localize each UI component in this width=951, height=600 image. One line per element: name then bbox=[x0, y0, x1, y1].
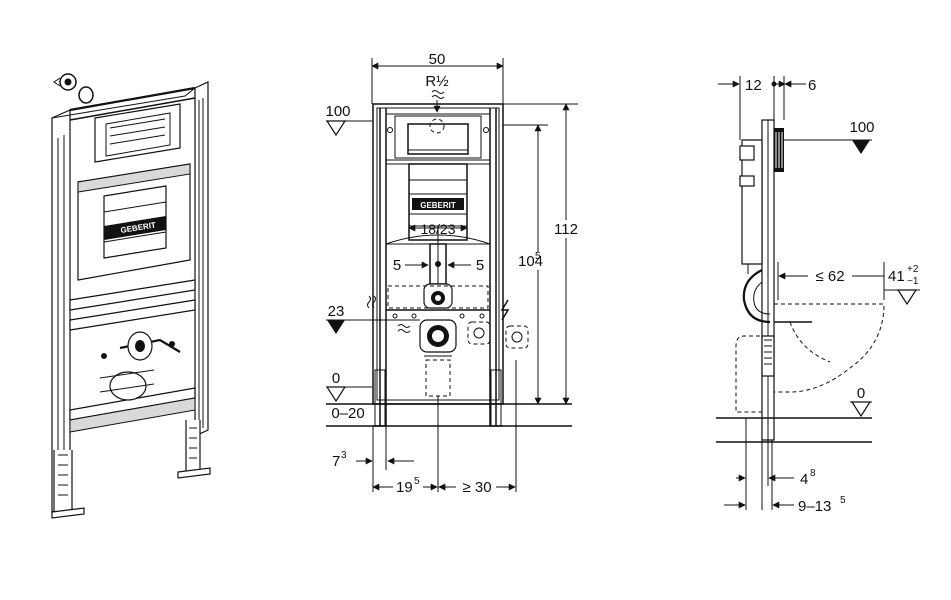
socket-box-icon bbox=[467, 321, 529, 349]
foot-dim-exp: 3 bbox=[341, 450, 347, 461]
bottom-a-exp: 8 bbox=[810, 468, 816, 479]
front-view: 50 R½ GEBERIT bbox=[325, 51, 579, 496]
front-brand-label: GEBERIT bbox=[420, 201, 456, 210]
bottom-b-label: 9–13 bbox=[798, 498, 831, 515]
level-pipe-label: 23 bbox=[328, 303, 345, 320]
offset-left-label: 5 bbox=[393, 257, 401, 274]
offset-right-label: 5 bbox=[476, 257, 484, 274]
bottom-a-label: 4 bbox=[800, 471, 808, 488]
seat-tol-plus: +2 bbox=[907, 264, 919, 275]
bottom-dim-label: 19 bbox=[396, 479, 413, 496]
bottom-b-exp: 5 bbox=[840, 495, 846, 506]
height-total-dim: 112 bbox=[553, 220, 579, 238]
electric-icon bbox=[500, 299, 510, 321]
height-inner-label: 104 bbox=[518, 253, 543, 270]
side-view: 12 6 100 ≤ 62 bbox=[716, 76, 920, 515]
isometric-view: GEBERIT bbox=[51, 73, 211, 519]
foot-dim-label: 7 bbox=[332, 453, 340, 470]
fitting-icon bbox=[53, 73, 94, 104]
bottom-dim-exp: 5 bbox=[414, 476, 420, 487]
width-label: 50 bbox=[429, 51, 446, 68]
thread-label: R½ bbox=[425, 73, 449, 90]
level-zero-label: 0 bbox=[332, 370, 340, 387]
depth-a-label: 12 bbox=[745, 77, 762, 94]
height-total-label: 112 bbox=[554, 221, 578, 238]
waste-pipe-icon bbox=[419, 319, 457, 357]
water-inlet-icon bbox=[429, 90, 445, 134]
level-top-label: 100 bbox=[325, 103, 350, 120]
height-inner-exp: 5 bbox=[535, 251, 541, 262]
side-level-top-label: 100 bbox=[849, 119, 874, 136]
bowl-dist-label: ≤ 62 bbox=[815, 268, 844, 285]
front-brand-badge: GEBERIT bbox=[412, 198, 464, 210]
bottom-min-label: ≥ 30 bbox=[462, 479, 491, 496]
depth-b-label: 6 bbox=[808, 77, 816, 94]
side-level-zero-label: 0 bbox=[857, 385, 865, 402]
floor-range-label: 0–20 bbox=[331, 405, 364, 422]
height-inner-dim: 104 5 bbox=[516, 251, 554, 270]
brand-badge: GEBERIT bbox=[104, 216, 166, 240]
seat-tol-minus: −1 bbox=[907, 276, 919, 287]
seat-height-label: 41 bbox=[888, 268, 905, 285]
